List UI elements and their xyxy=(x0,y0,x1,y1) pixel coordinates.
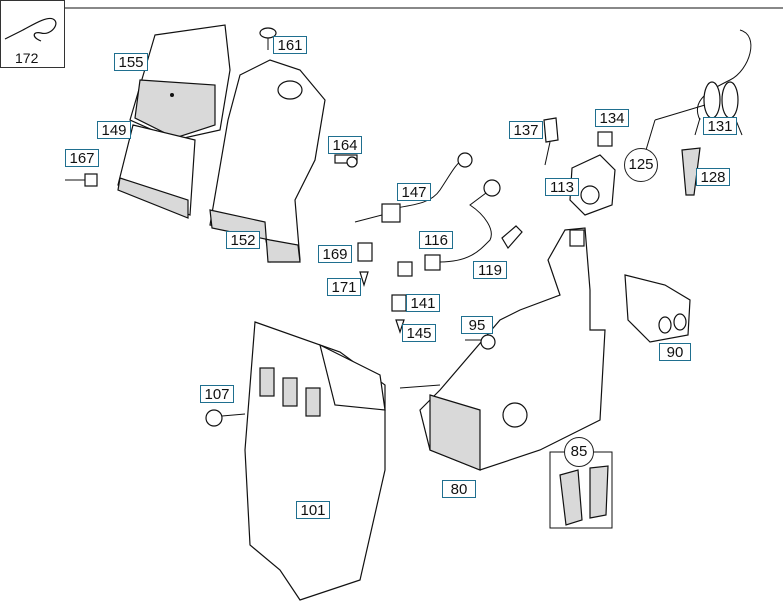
cable-tie-icon xyxy=(4,17,57,42)
callout-171[interactable]: 171 xyxy=(327,278,361,296)
part-169-connector xyxy=(357,242,373,288)
part-155-upper-cover xyxy=(129,24,231,141)
callout-128[interactable]: 128 xyxy=(696,168,730,186)
callout-155[interactable]: 155 xyxy=(114,53,148,71)
callout-107[interactable]: 107 xyxy=(200,385,234,403)
callout-116[interactable]: 116 xyxy=(419,231,453,249)
callout-149[interactable]: 149 xyxy=(97,121,131,139)
part-116-wiring-harness xyxy=(424,179,501,271)
callout-169[interactable]: 169 xyxy=(318,245,352,263)
callout-119[interactable]: 119 xyxy=(473,261,507,279)
callout-152[interactable]: 152 xyxy=(226,231,260,249)
part-95-screw xyxy=(465,334,496,350)
part-167-screw xyxy=(65,173,98,187)
part-101-bracket xyxy=(244,321,386,601)
part-113-ignition-lock xyxy=(569,154,616,216)
callout-161[interactable]: 161 xyxy=(273,36,307,54)
callout-101[interactable]: 101 xyxy=(296,501,330,519)
part-137-sensor xyxy=(543,117,559,166)
part-119-plug xyxy=(501,225,523,250)
part-90-switch-block xyxy=(624,274,691,343)
callout-137[interactable]: 137 xyxy=(509,121,543,139)
part-131-key xyxy=(694,29,752,136)
callout-125[interactable]: 125 xyxy=(624,148,658,182)
part-80-steering-column-assembly xyxy=(399,227,606,471)
part-128-spring xyxy=(681,147,701,196)
callout-85[interactable]: 85 xyxy=(564,437,594,467)
callout-167[interactable]: 167 xyxy=(65,149,99,167)
part-147-wiring-harness xyxy=(354,152,473,223)
part-107-screw xyxy=(205,409,246,427)
callout-147[interactable]: 147 xyxy=(397,183,431,201)
part-164-screw xyxy=(334,154,358,168)
legend-box: 172 xyxy=(0,0,65,68)
part-161-screw xyxy=(259,27,277,50)
callout-131[interactable]: 131 xyxy=(703,117,737,135)
callout-145[interactable]: 145 xyxy=(402,324,436,342)
legend-label: 172 xyxy=(15,50,39,66)
callout-164[interactable]: 164 xyxy=(328,136,362,154)
callout-90[interactable]: 90 xyxy=(659,343,691,361)
callout-95[interactable]: 95 xyxy=(461,316,493,334)
part-134-cap xyxy=(597,131,613,147)
callout-141[interactable]: 141 xyxy=(406,294,440,312)
part-149-lower-cover xyxy=(117,124,196,219)
part-85-springs xyxy=(549,451,613,529)
callout-113[interactable]: 113 xyxy=(545,178,579,196)
callout-80[interactable]: 80 xyxy=(442,480,476,498)
callout-134[interactable]: 134 xyxy=(595,109,629,127)
